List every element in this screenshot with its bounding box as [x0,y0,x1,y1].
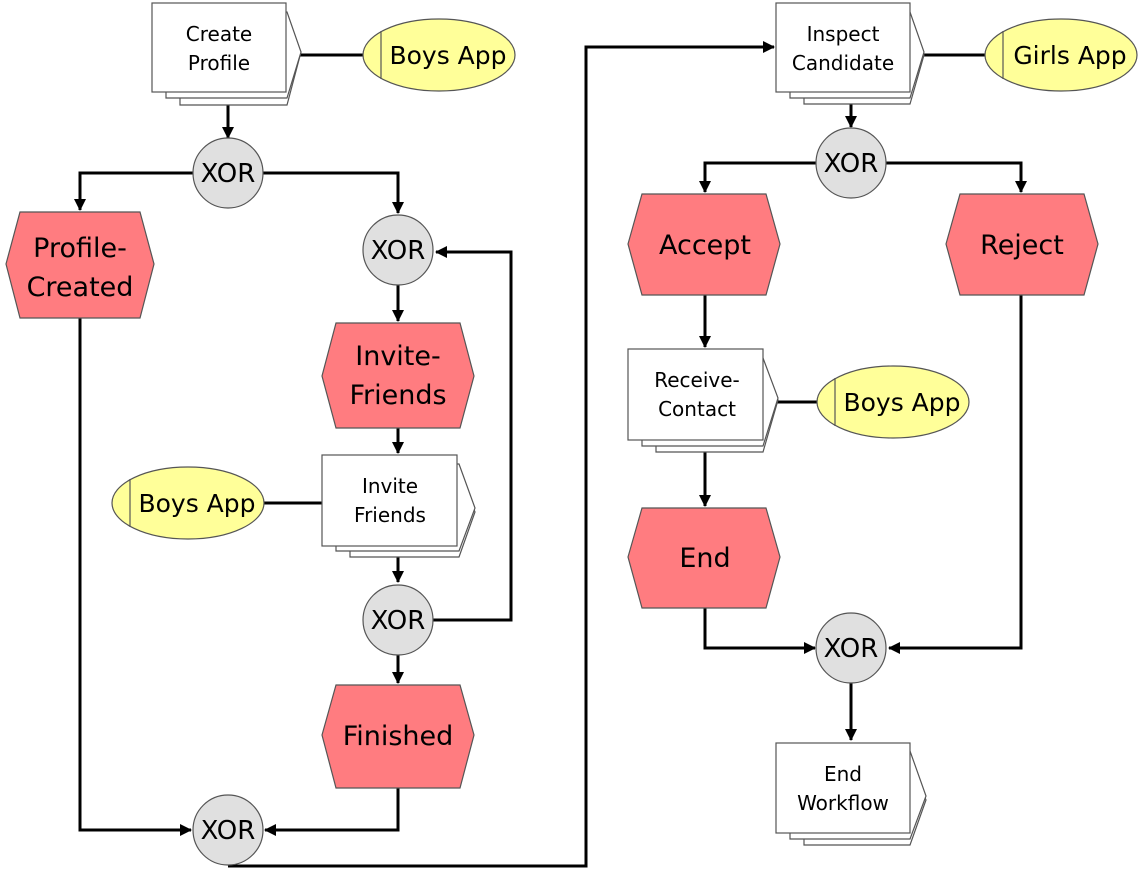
event-label-line1: Invite- [355,341,441,372]
xor-connector-6: XOR [815,612,887,684]
event-finished: Finished [321,684,475,789]
system-boys-app-1: Boys App [362,18,516,92]
edge-xor5-to-reject [886,161,1027,193]
xor-label: XOR [371,606,426,636]
event-label-line2: Created [27,272,134,303]
function-label-line2: Contact [658,397,736,421]
edge-finished-to-xor4 [264,788,400,836]
event-label: Finished [343,721,454,752]
event-label-line1: Profile- [33,233,127,264]
xor-label: XOR [824,634,879,664]
connectors [74,41,1027,868]
function-label-line2: Candidate [792,51,894,75]
system-label: Boys App [389,41,506,70]
function-end-workflow: End Workflow [775,742,927,846]
edge-end-to-xor6 [703,608,816,654]
edge-profile-created-to-xor4 [78,318,192,836]
function-create-profile: Create Profile [151,2,302,106]
xor-connector-5: XOR [815,127,887,199]
system-label: Girls App [1013,41,1126,70]
function-label-line1: Invite [362,474,418,498]
system-label: Boys App [138,489,255,518]
xor-connector-1: XOR [192,137,264,209]
xor-label: XOR [201,159,256,189]
xor-connector-3: XOR [362,584,434,656]
function-label-line1: End [824,762,862,786]
event-accept: Accept [627,193,781,296]
function-label-line1: Create [186,22,252,46]
event-label-line2: Friends [349,380,446,411]
function-receive-contact: Receive- Contact [627,348,779,453]
system-boys-app-3: Boys App [816,365,970,439]
system-girls-app: Girls App [984,18,1138,92]
xor-label: XOR [201,816,256,846]
edge-xor1-to-xor2 [263,171,404,214]
event-profile-created: Profile- Created [5,211,155,319]
event-invite-friends: Invite- Friends [321,322,475,429]
event-label: End [679,543,730,574]
edge-xor5-to-accept [699,161,817,193]
function-label-line1: Inspect [807,22,880,46]
function-invite-friends: Invite Friends [321,454,476,558]
system-label: Boys App [843,388,960,417]
edge-xor4-to-inspect [228,41,775,868]
function-inspect-candidate: Inspect Candidate [775,2,925,105]
xor-label: XOR [824,149,879,179]
function-label-line2: Profile [188,51,250,75]
event-label: Accept [659,230,751,261]
function-label-line1: Receive- [654,368,740,392]
edge-xor1-to-profile-created [74,171,193,211]
event-reject: Reject [945,193,1099,296]
event-label: Reject [980,230,1064,261]
event-end: End [627,507,781,609]
edge-xor3-loop-to-xor2 [433,246,513,622]
xor-label: XOR [371,236,426,266]
edge-reject-to-xor6 [888,295,1023,654]
xor-connector-4: XOR [192,794,264,866]
function-label-line2: Friends [354,503,426,527]
xor-connector-2: XOR [362,214,434,286]
system-boys-app-2: Boys App [111,466,265,540]
function-label-line2: Workflow [797,791,889,815]
